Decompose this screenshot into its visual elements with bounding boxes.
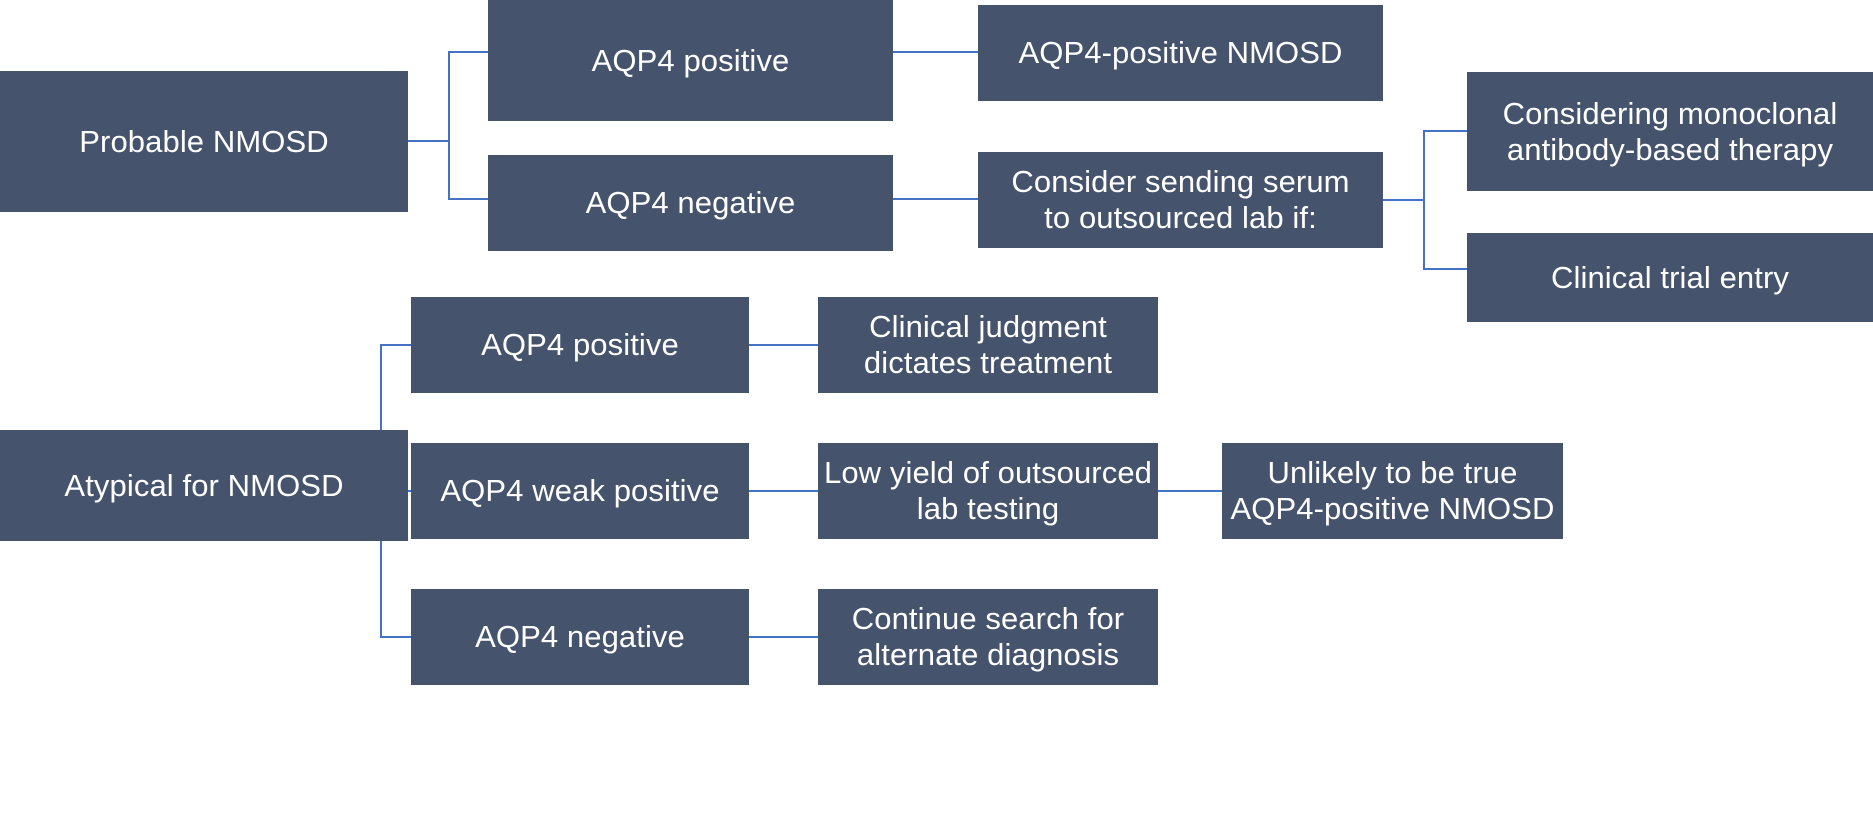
node-top_aqp4_positive[interactable]: AQP4 positive <box>488 0 893 121</box>
connector-probable-stub <box>408 140 448 142</box>
node-bot_aqp4_weak_positive[interactable]: AQP4 weak positive <box>411 443 749 539</box>
connector-probable-bus <box>448 51 450 199</box>
node-bot_aqp4_positive[interactable]: AQP4 positive <box>411 297 749 393</box>
connector-consider-bus <box>1423 130 1425 269</box>
connector-atypical-to-pos <box>380 344 412 346</box>
connector-probable-to-pos <box>448 51 488 53</box>
node-probable_nmosd[interactable]: Probable NMOSD <box>0 71 408 212</box>
connector-weak-to-lowyield <box>749 490 819 492</box>
node-top_aqp4_negative[interactable]: AQP4 negative <box>488 155 893 251</box>
node-atypical_nmosd[interactable]: Atypical for NMOSD <box>0 430 408 541</box>
node-consider_sending[interactable]: Consider sending serum to outsourced lab… <box>978 152 1383 248</box>
node-clinical_judgment[interactable]: Clinical judgment dictates treatment <box>818 297 1158 393</box>
connector-consider-to-mab <box>1423 130 1468 132</box>
connector-atypical-to-neg <box>380 636 412 638</box>
connector-consider-to-trial <box>1423 268 1468 270</box>
connector-consider-stub <box>1383 199 1424 201</box>
node-unlikely_true[interactable]: Unlikely to be true AQP4-positive NMOSD <box>1222 443 1563 539</box>
node-clinical_trial_entry[interactable]: Clinical trial entry <box>1467 233 1873 322</box>
node-considering_mab[interactable]: Considering monoclonal antibody-based th… <box>1467 72 1873 191</box>
node-continue_search[interactable]: Continue search for alternate diagnosis <box>818 589 1158 685</box>
connector-neg-to-consider <box>893 198 979 200</box>
connector-lowyield-to-unlikely <box>1158 490 1223 492</box>
node-low_yield[interactable]: Low yield of outsourced lab testing <box>818 443 1158 539</box>
connector-botpos-to-judgment <box>749 344 819 346</box>
node-aqp4_positive_nmosd[interactable]: AQP4-positive NMOSD <box>978 5 1383 101</box>
node-bot_aqp4_negative[interactable]: AQP4 negative <box>411 589 749 685</box>
connector-probable-to-neg <box>448 198 488 200</box>
connector-pos-to-nmosd <box>893 51 979 53</box>
connector-botneg-to-continue <box>749 636 819 638</box>
